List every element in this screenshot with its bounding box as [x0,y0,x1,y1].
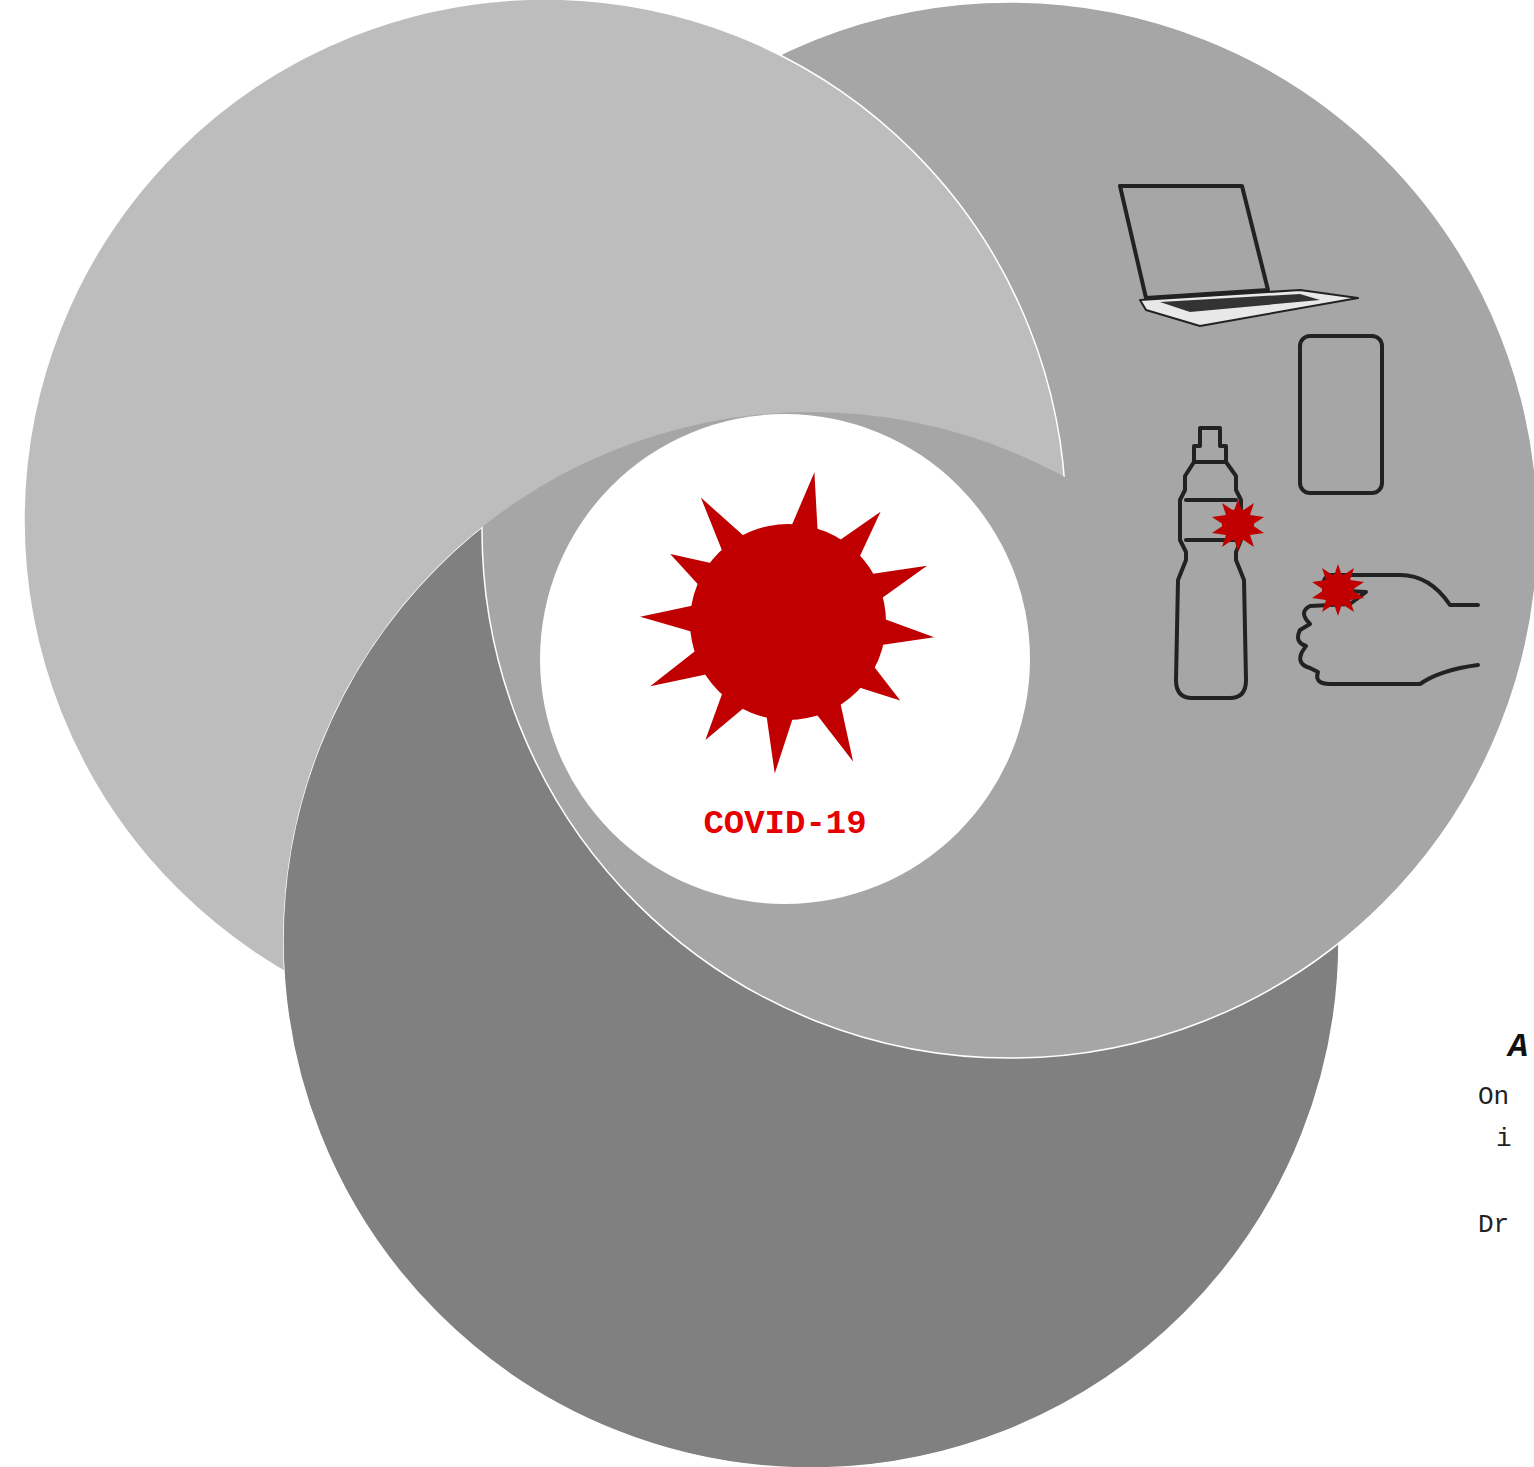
virus-spike [694,689,747,748]
virus-spike [836,503,891,561]
virus-circle: COVID-19 [540,414,1030,904]
bottle-icon [1176,428,1246,698]
virus-body [690,524,886,720]
virus-spike [644,648,710,699]
virus-spikes [1212,499,1264,551]
virus-spike [761,712,794,774]
cropped-note: A [1508,1028,1528,1066]
virus-spikes [1312,564,1364,616]
laptop-keyboard [1160,294,1320,312]
virus-spike [878,618,936,652]
cropped-note: Dr [1478,1210,1509,1240]
light-circle [24,0,1066,1041]
virus-spike [814,699,866,767]
cropped-note: On [1478,1082,1509,1112]
virus-spike [855,663,908,712]
laptop-screen [1120,186,1268,298]
small-virus-icons [1212,499,1364,616]
virus-spike [689,489,746,554]
light-circle-group [24,0,1066,1041]
laptop-base [1140,290,1358,326]
virus-spike [640,603,697,633]
device-icons [1120,186,1478,698]
virus-spike [663,542,715,588]
virus-spike [790,470,828,534]
phone-icon [1300,336,1382,493]
node-title: COVID-19 [540,804,1030,844]
cropped-note: i [1496,1124,1512,1154]
virus-spike [868,553,932,601]
big-virus [640,470,936,775]
